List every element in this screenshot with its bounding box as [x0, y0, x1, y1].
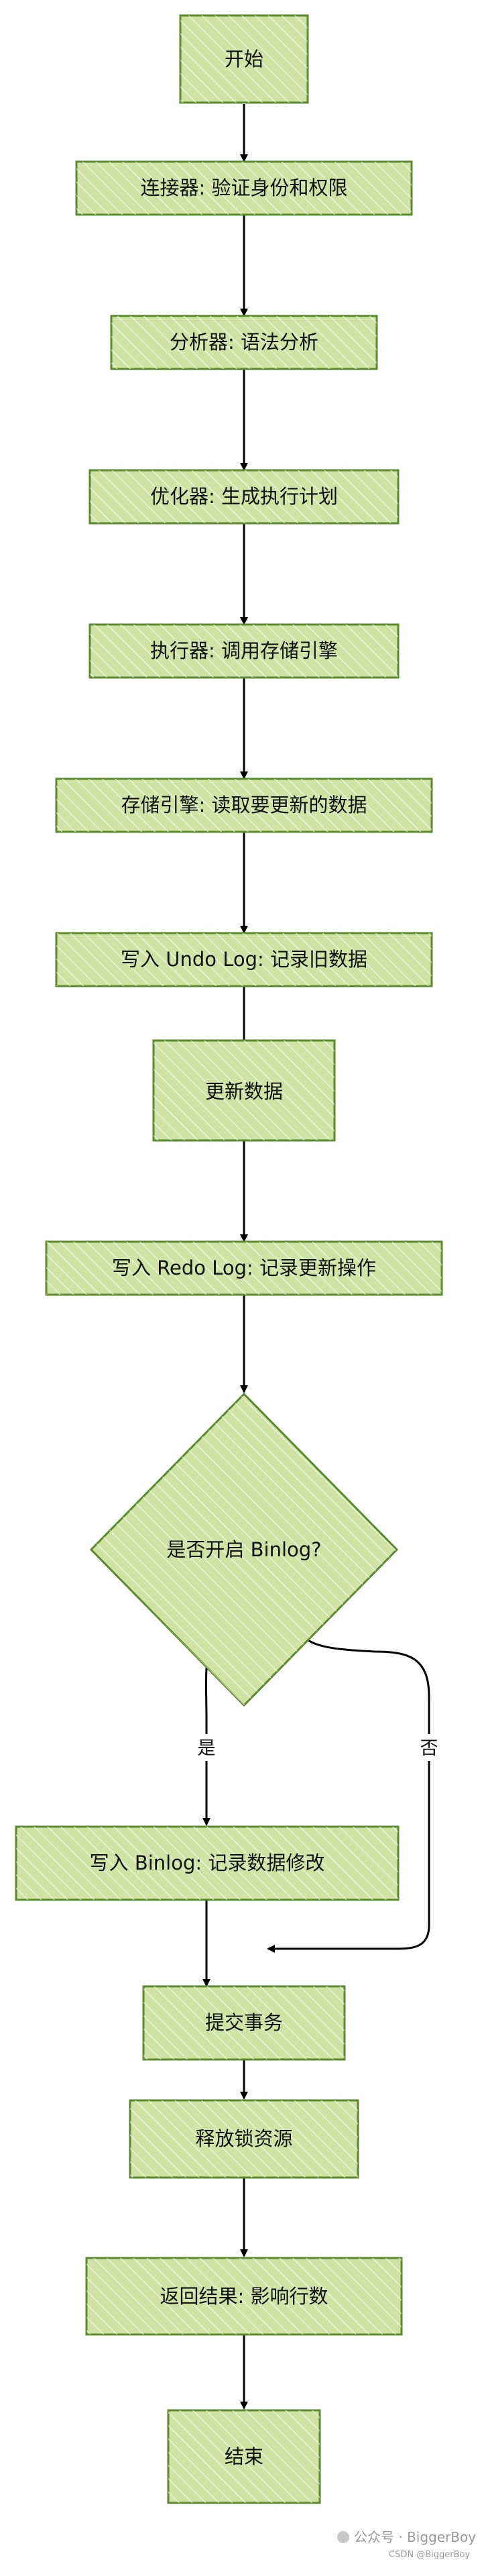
- node-undo: 写入 Undo Log: 记录旧数据: [55, 932, 433, 987]
- node-update-label: 更新数据: [205, 1080, 283, 1103]
- watermark-line2: CSDN @BiggerBoy: [389, 2550, 470, 2560]
- node-engine: 存储引擎: 读取要更新的数据: [55, 777, 433, 833]
- node-decision: 是否开启 Binlog?: [89, 1392, 399, 1707]
- edge-label-no-bg: [416, 1734, 442, 1761]
- node-start: 开始: [179, 14, 309, 104]
- node-decision-label: 是否开启 Binlog?: [166, 1538, 321, 1561]
- node-parser: 分析器: 语法分析: [110, 315, 378, 370]
- edge-label-yes-bg: [194, 1734, 219, 1761]
- wechat-icon: [337, 2531, 349, 2543]
- node-executor-label: 执行器: 调用存储引擎: [150, 639, 338, 662]
- node-redo-label: 写入 Redo Log: 记录更新操作: [112, 1256, 376, 1279]
- node-optimizer: 优化器: 生成执行计划: [88, 469, 400, 525]
- node-release-label: 释放锁资源: [195, 2127, 292, 2150]
- node-update: 更新数据: [152, 1039, 336, 1142]
- node-return-label: 返回结果: 影响行数: [160, 2285, 328, 2308]
- node-optimizer-label: 优化器: 生成执行计划: [150, 485, 338, 508]
- node-parser-label: 分析器: 语法分析: [170, 331, 318, 354]
- node-engine-label: 存储引擎: 读取要更新的数据: [121, 794, 367, 816]
- edge-label-no: 否: [420, 1738, 438, 1759]
- watermark-line1: 公众号 · BiggerBoy: [354, 2529, 476, 2545]
- node-return: 返回结果: 影响行数: [85, 2257, 403, 2336]
- node-connector: 连接器: 验证身份和权限: [75, 160, 413, 216]
- node-end: 结束: [167, 2409, 321, 2504]
- node-release: 释放锁资源: [129, 2099, 359, 2179]
- node-binlog: 写入 Binlog: 记录数据修改: [15, 1825, 400, 1901]
- node-end-label: 结束: [225, 2445, 263, 2468]
- node-executor: 执行器: 调用存储引擎: [88, 623, 400, 679]
- edge-label-yes: 是: [198, 1738, 216, 1759]
- node-connector-label: 连接器: 验证身份和权限: [141, 176, 348, 199]
- node-start-label: 开始: [225, 48, 263, 70]
- node-binlog-label: 写入 Binlog: 记录数据修改: [90, 1851, 325, 1874]
- node-commit: 提交事务: [142, 1985, 346, 2061]
- node-commit-label: 提交事务: [205, 2011, 283, 2034]
- watermark: 公众号 · BiggerBoy CSDN @BiggerBoy: [337, 2529, 476, 2560]
- nodes: 开始 连接器: 验证身份和权限 分析器: 语法分析 优化器: 生成执行计划 执行…: [15, 14, 443, 2504]
- edges: [202, 104, 430, 2410]
- edge-decision-commit-no: [267, 1616, 430, 1953]
- node-undo-label: 写入 Undo Log: 记录旧数据: [121, 948, 367, 971]
- node-redo: 写入 Redo Log: 记录更新操作: [45, 1240, 443, 1296]
- edge-labels: 是 否: [194, 1734, 442, 1761]
